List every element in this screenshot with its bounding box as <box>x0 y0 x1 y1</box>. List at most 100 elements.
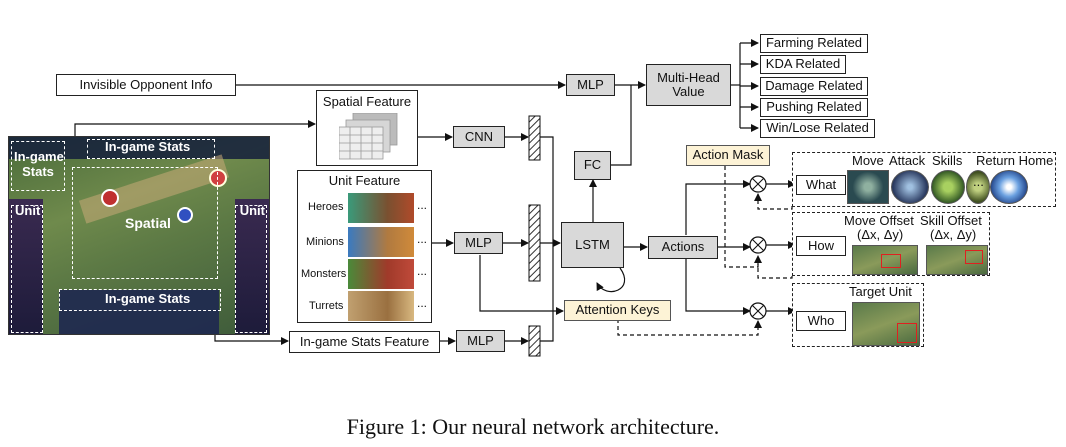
multi-head-value-node: Multi-Head Value <box>646 64 731 106</box>
attention-keys-box: Attention Keys <box>564 300 671 321</box>
actions-label: Actions <box>661 239 705 255</box>
concat-bar-stats <box>528 325 541 357</box>
screenshot-label-ingame-stats-top: In-game Stats <box>105 139 191 154</box>
cnn-label: CNN <box>464 128 494 144</box>
how-head-box: How <box>796 236 846 256</box>
ingame-stats-feature-box: In-game Stats Feature <box>289 331 440 353</box>
what-head-label: What <box>805 176 837 192</box>
what-ellipsis: ... <box>973 174 984 189</box>
region-ingame-stats-top <box>87 139 215 159</box>
move-offset-target-icon <box>881 254 901 268</box>
who-head-box: Who <box>796 311 846 331</box>
value-head-damage-label: Damage Related <box>765 78 863 94</box>
unit-ellipsis-2: ... <box>417 232 428 246</box>
value-head-pushing-label: Pushing Related <box>766 99 862 115</box>
mlp-unit-label: MLP <box>465 234 492 250</box>
unit-feature-box: Unit Feature Heroes Minions Monsters Tur… <box>297 170 432 323</box>
actions-node: Actions <box>648 236 718 259</box>
multiply-circle-what <box>749 175 767 193</box>
value-head-damage: Damage Related <box>760 77 868 96</box>
region-ingame-stats-bottom <box>59 289 221 311</box>
region-ingame-stats-left <box>11 141 65 191</box>
region-unit-right <box>235 205 267 333</box>
spatial-feature-label: Spatial Feature <box>322 94 412 109</box>
skill-icon-1 <box>931 170 965 204</box>
target-unit-highlight-icon <box>897 323 917 343</box>
what-head-panel: Move Attack Skills Return Home ... <box>792 152 1056 207</box>
unit-ellipsis-1: ... <box>417 198 428 212</box>
lstm-label: LSTM <box>575 236 610 252</box>
move-icon <box>847 170 889 204</box>
how-skill-delta-label: (Δx, Δy) <box>930 227 977 242</box>
unit-ellipsis-3: ... <box>417 264 428 278</box>
value-head-farming: Farming Related <box>760 34 868 53</box>
fc-label: FC <box>583 157 602 173</box>
screenshot-label-spatial: Spatial <box>125 215 171 231</box>
skill-offset-target-icon <box>965 250 983 264</box>
mlp-stats-node: MLP <box>456 330 505 352</box>
concat-bar-spatial <box>528 115 541 161</box>
screenshot-top-bar <box>9 137 269 159</box>
unit-ellipsis-4: ... <box>417 296 428 310</box>
screenshot-label-unit-left: Unit <box>15 203 41 218</box>
unit-panel-right <box>235 199 269 334</box>
how-skill-offset-label: Skill Offset <box>920 213 982 228</box>
region-spatial <box>72 167 218 279</box>
screenshot-label-unit-right: Unit <box>239 203 265 218</box>
unit-feature-label: Unit Feature <box>328 173 401 188</box>
stats-panel-bottom <box>59 290 219 334</box>
spatial-feature-box: Spatial Feature <box>316 90 418 166</box>
skill-icon-2 <box>966 170 990 204</box>
lstm-node: LSTM <box>561 222 624 268</box>
value-head-kda: KDA Related <box>760 55 846 74</box>
who-target-unit-label: Target Unit <box>849 284 912 299</box>
region-unit-left <box>11 205 43 333</box>
what-return-home-label: Return Home <box>976 153 1054 168</box>
mlp-stats-label: MLP <box>467 332 494 348</box>
screenshot-label-ingame-stats-bottom: In-game Stats <box>105 291 191 306</box>
how-head-label: How <box>807 237 834 253</box>
what-head-box: What <box>796 175 846 195</box>
invisible-opponent-info-box: Invisible Opponent Info <box>56 74 236 96</box>
mlp-value-node: MLP <box>566 74 615 96</box>
attention-keys-label: Attention Keys <box>575 302 660 318</box>
who-head-label: Who <box>807 312 835 328</box>
how-move-offset-label: Move Offset <box>844 213 914 228</box>
move-offset-preview <box>852 245 918 275</box>
attack-icon <box>891 170 929 204</box>
ally-marker <box>177 207 193 223</box>
skill-offset-preview <box>926 245 988 275</box>
value-head-win-lose: Win/Lose Related <box>760 119 875 138</box>
cnn-node: CNN <box>453 126 505 148</box>
spatial-feature-grid-icon <box>339 113 398 160</box>
unit-row-minions: Minions <box>306 236 344 248</box>
value-head-win-lose-label: Win/Lose Related <box>766 120 869 136</box>
mlp-unit-node: MLP <box>454 232 503 254</box>
minion-portrait <box>348 227 414 257</box>
unit-panel-left <box>9 199 43 334</box>
how-head-panel: Move Offset Skill Offset (Δx, Δy) (Δx, Δ… <box>792 212 990 276</box>
action-mask-label: Action Mask <box>692 147 764 163</box>
unit-row-monsters: Monsters <box>301 268 347 280</box>
fc-node: FC <box>574 151 611 180</box>
multi-head-value-label: Multi-Head Value <box>657 69 720 99</box>
enemy-marker <box>209 169 227 187</box>
screenshot-label-ingame-stats-left: In-game Stats <box>14 149 64 179</box>
game-screenshot: In-game Stats In-game Stats Unit Unit Sp… <box>8 136 270 335</box>
multiply-circle-how <box>749 236 767 254</box>
mlp-value-label: MLP <box>577 76 604 92</box>
what-skills-label: Skills <box>932 153 963 168</box>
turret-portrait <box>348 291 414 321</box>
multiply-circle-who <box>749 302 767 320</box>
figure-caption: Figure 1: Our neural network architectur… <box>346 414 720 439</box>
value-head-kda-label: KDA Related <box>765 56 841 72</box>
invisible-opponent-info-label: Invisible Opponent Info <box>79 76 213 92</box>
monster-portrait <box>348 259 414 289</box>
ingame-stats-feature-label: In-game Stats Feature <box>299 333 430 349</box>
unit-row-heroes: Heroes <box>308 201 344 213</box>
value-head-pushing: Pushing Related <box>760 98 868 117</box>
concat-bar-unit <box>528 204 541 282</box>
how-move-delta-label: (Δx, Δy) <box>857 227 904 242</box>
action-mask-box: Action Mask <box>686 145 770 166</box>
